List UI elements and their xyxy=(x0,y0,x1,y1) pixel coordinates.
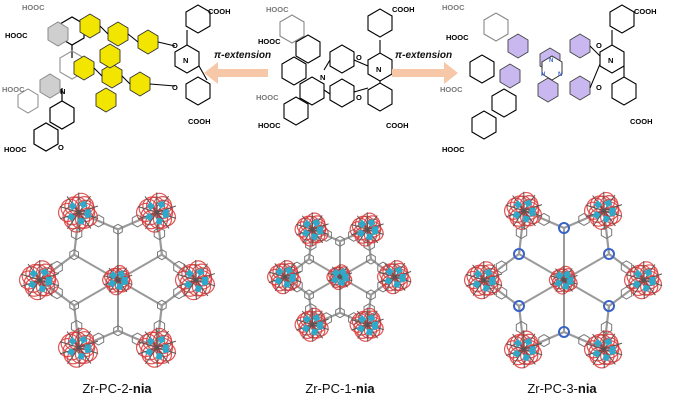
zr-cluster xyxy=(137,192,177,232)
framework-zr-pc-1-nia xyxy=(268,212,412,341)
o-label: O xyxy=(596,83,602,92)
zr-cluster xyxy=(350,308,384,342)
o-label: O xyxy=(356,93,362,102)
o-label: O xyxy=(58,143,64,152)
zr-cluster xyxy=(176,260,216,300)
hooc-label: HOOC xyxy=(256,93,279,102)
framework-zr-pc-3-nia xyxy=(465,192,663,369)
hooc-label: HOOC xyxy=(258,37,281,46)
hooc-label: HOOC xyxy=(442,145,465,154)
hooc-label: HOOC xyxy=(442,3,465,12)
zr-cluster xyxy=(20,260,60,300)
n-label: N xyxy=(549,58,553,64)
zr-cluster xyxy=(59,192,99,232)
o-label: O xyxy=(596,41,602,50)
zr-cluster xyxy=(625,261,663,299)
zr-cluster xyxy=(378,260,412,294)
n-label: N xyxy=(608,56,613,65)
arrow-left: π-extension xyxy=(204,50,271,84)
cooh-label: COOH xyxy=(630,117,653,126)
hooc-label: HOOC xyxy=(258,121,281,130)
framework-zr-pc-2-nia xyxy=(20,192,216,367)
caption-zr-pc-3-nia: Zr-PC-3-nia xyxy=(462,381,662,396)
cooh-label: COOH xyxy=(386,121,409,130)
caption-zr-pc-1-nia: Zr-PC-1-nia xyxy=(240,381,440,396)
molecule-right: N N N HOOC HOOC HOOC HOOC COOH COOH N O … xyxy=(440,3,657,154)
zr-cluster xyxy=(505,192,543,230)
cooh-label: COOH xyxy=(208,7,231,16)
molecule-left: HOOC HOOC HOOC HOOC N xyxy=(2,3,231,154)
caption-zr-pc-2-nia: Zr-PC-2-nia xyxy=(17,381,217,396)
cooh-label: COOH xyxy=(634,7,657,16)
zr-cluster xyxy=(350,212,384,246)
zr-cluster xyxy=(295,308,329,342)
o-label: O xyxy=(172,41,178,50)
n-label: N xyxy=(558,72,562,78)
hooc-label: HOOC xyxy=(5,31,28,40)
n-label: N xyxy=(60,87,65,96)
zr-cluster xyxy=(585,330,623,368)
zr-cluster xyxy=(103,265,133,295)
pi-extension-label-left: π-extension xyxy=(214,50,271,61)
hooc-label: HOOC xyxy=(266,5,289,14)
hooc-label: HOOC xyxy=(440,85,463,94)
n-label: N xyxy=(376,65,381,74)
zr-cluster xyxy=(137,328,177,368)
hooc-label: HOOC xyxy=(22,3,45,12)
molecule-center: HOOC HOOC HOOC HOOC COOH COOH N N O O xyxy=(256,5,415,130)
zr-cluster xyxy=(505,330,543,368)
cooh-label: COOH xyxy=(188,117,211,126)
hooc-label: HOOC xyxy=(4,145,27,154)
zr-cluster xyxy=(327,264,352,289)
n-label: N xyxy=(541,72,545,78)
zr-cluster xyxy=(59,328,99,368)
pi-extension-label-right: π-extension xyxy=(395,50,452,61)
zr-cluster xyxy=(549,266,577,294)
zr-cluster xyxy=(268,260,302,294)
cooh-label: COOH xyxy=(392,5,415,14)
arrow-right: π-extension xyxy=(392,50,458,84)
n-label: N xyxy=(183,56,188,65)
zr-cluster xyxy=(295,212,329,246)
zr-cluster xyxy=(585,192,623,230)
hooc-label: HOOC xyxy=(446,33,469,42)
n-label: N xyxy=(320,73,325,82)
o-label: O xyxy=(356,53,362,62)
hooc-label: HOOC xyxy=(2,85,25,94)
o-label: O xyxy=(172,83,178,92)
